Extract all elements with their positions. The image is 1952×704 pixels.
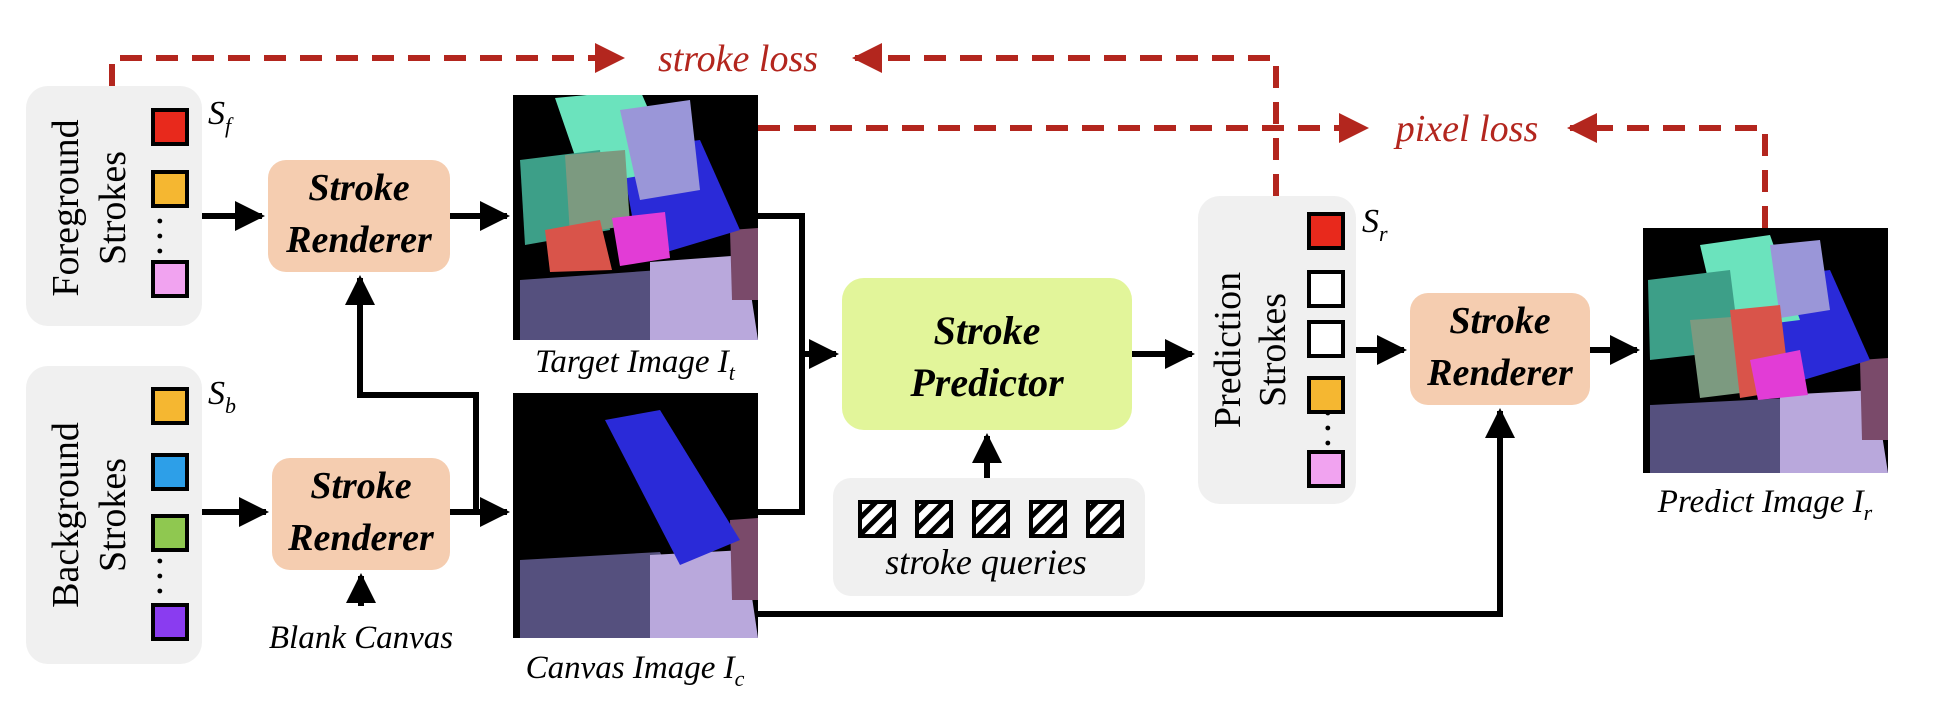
stroke-renderer-top-line1: Stroke bbox=[308, 167, 409, 209]
stroke-queries-label: stroke queries bbox=[885, 542, 1087, 582]
foreground-symbol: Sf bbox=[208, 95, 234, 138]
stroke-renderer-top-line2: Renderer bbox=[285, 219, 433, 261]
stroke-loss-arrow-left bbox=[109, 43, 625, 86]
stroke-renderer-right-line2: Renderer bbox=[1426, 352, 1574, 394]
prediction-swatch-3 bbox=[1307, 320, 1345, 358]
prediction-symbol: Sr bbox=[1362, 203, 1388, 246]
background-swatches bbox=[151, 387, 189, 641]
stroke-predictor-line1: Stroke bbox=[934, 308, 1041, 353]
background-swatch-4 bbox=[151, 603, 189, 641]
stroke-query-token-5 bbox=[1086, 500, 1124, 538]
target-image-caption: Target Image It bbox=[535, 344, 736, 385]
loss-arrows bbox=[109, 43, 1768, 228]
prediction-swatch-4 bbox=[1307, 376, 1345, 414]
prediction-symbol-subscript: r bbox=[1379, 221, 1388, 246]
foreground-title-line1: Foreground bbox=[45, 119, 87, 296]
prediction-swatch-1 bbox=[1307, 212, 1345, 250]
foreground-swatch-2 bbox=[151, 170, 189, 208]
foreground-swatches bbox=[151, 108, 189, 298]
stroke-loss-label: stroke loss bbox=[658, 38, 818, 80]
canvas-image-caption: Canvas Image Ic bbox=[526, 650, 745, 691]
stroke-renderer-bottom-line2: Renderer bbox=[287, 517, 435, 559]
arrow-canvas-to-predictor bbox=[758, 354, 805, 515]
blank-canvas-label: Blank Canvas bbox=[269, 620, 453, 656]
prediction-title-line1: Prediction bbox=[1207, 272, 1249, 428]
prediction-title-line2: Strokes bbox=[1252, 293, 1294, 407]
predict-image-caption: Predict Image Ir bbox=[1657, 484, 1873, 525]
background-swatch-3 bbox=[151, 514, 189, 552]
stroke-query-tokens bbox=[858, 500, 1124, 538]
prediction-dots: . . . bbox=[1304, 409, 1337, 447]
background-swatch-1 bbox=[151, 387, 189, 425]
stroke-renderer-right-line1: Stroke bbox=[1449, 300, 1550, 342]
background-symbol-subscript: b bbox=[225, 393, 236, 418]
arrow-target-to-predictor bbox=[758, 213, 839, 369]
flow-arrows bbox=[202, 201, 1640, 617]
stroke-predictor: Stroke Predictor bbox=[842, 278, 1132, 430]
arrow-canvas-feedback bbox=[345, 275, 479, 512]
stroke-predictor-line2: Predictor bbox=[909, 360, 1064, 405]
stroke-query-token-2 bbox=[915, 500, 953, 538]
arrow-canvas-to-renderer bbox=[758, 408, 1515, 617]
background-symbol: Sb bbox=[208, 375, 236, 418]
background-title-line1: Background bbox=[45, 422, 87, 608]
pixel-loss-label: pixel loss bbox=[1393, 108, 1538, 150]
stroke-loss-arrow-right bbox=[852, 43, 1279, 196]
pixel-loss-arrow-right bbox=[1567, 113, 1768, 228]
background-dots: . . . bbox=[136, 557, 169, 595]
stroke-renderer-right: Stroke Renderer bbox=[1410, 293, 1590, 405]
target-image bbox=[513, 95, 758, 340]
foreground-symbol-subscript: f bbox=[225, 113, 234, 138]
stroke-query-token-3 bbox=[972, 500, 1010, 538]
stroke-query-token-1 bbox=[858, 500, 896, 538]
stroke-query-token-4 bbox=[1029, 500, 1067, 538]
background-title-line2: Strokes bbox=[92, 458, 134, 572]
background-swatch-2 bbox=[151, 453, 189, 491]
foreground-swatch-3 bbox=[151, 260, 189, 298]
stroke-renderer-top: Stroke Renderer bbox=[268, 160, 450, 272]
foreground-dots: . . . bbox=[136, 217, 169, 255]
predict-image bbox=[1643, 228, 1888, 473]
prediction-swatch-2 bbox=[1307, 270, 1345, 308]
foreground-title-line2: Strokes bbox=[92, 151, 134, 265]
prediction-swatches bbox=[1307, 212, 1345, 488]
prediction-swatch-5 bbox=[1307, 450, 1345, 488]
canvas-image bbox=[513, 393, 758, 638]
stroke-renderer-bottom-line1: Stroke bbox=[310, 465, 411, 507]
background-strokes-panel bbox=[26, 366, 202, 664]
foreground-swatch-1 bbox=[151, 108, 189, 146]
stroke-renderer-bottom: Stroke Renderer bbox=[272, 458, 450, 570]
